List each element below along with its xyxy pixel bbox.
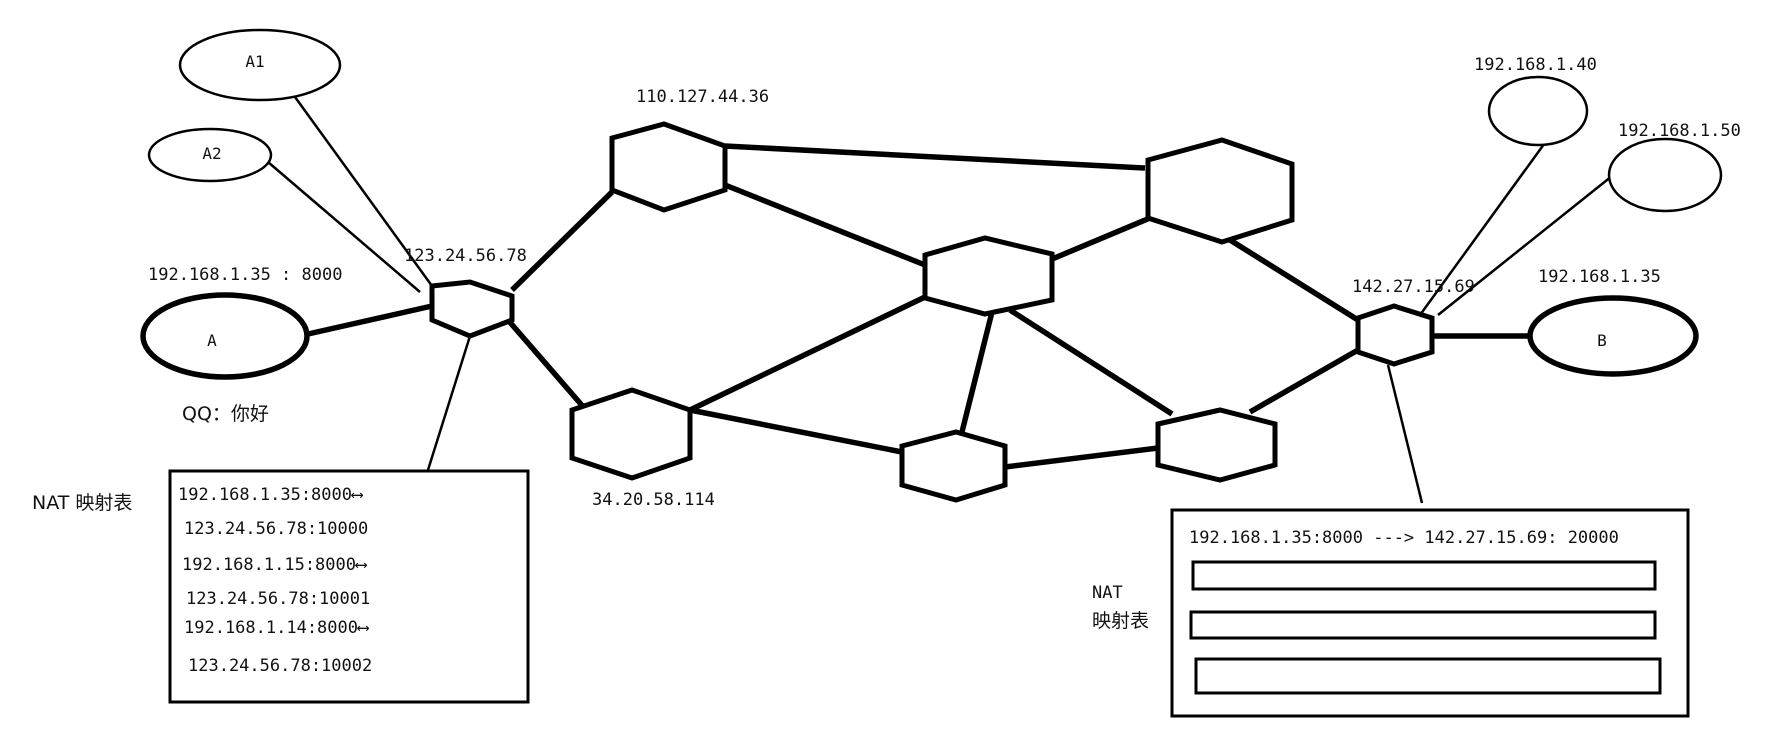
nat-left-row-3: 192.168.1.15:8000⟷	[182, 555, 368, 575]
link-router-ne-router-center	[1043, 215, 1152, 265]
link-router-center-router-se	[1008, 307, 1174, 417]
link-nat-left-router-bottom	[505, 318, 589, 412]
nat-left-table-title: NAT 映射表	[32, 492, 132, 514]
link-nat-left-router-top	[510, 190, 614, 292]
link-nat-left-table	[426, 335, 472, 471]
link-router-center-router-bottom	[688, 294, 927, 413]
host-b	[1527, 295, 1699, 377]
link-router-bottom-router-s	[689, 407, 903, 455]
nat-left-row-2: 123.24.56.78:10000	[184, 519, 368, 539]
router-nat-right	[1355, 303, 1435, 367]
link-router-center-router-s	[959, 311, 995, 433]
nat-left-row-4: 123.24.56.78:10001	[186, 589, 370, 609]
host-a-label: A	[207, 331, 217, 350]
nat-left-row-6: 123.24.56.78:10002	[188, 656, 372, 676]
link-router-top-router-center	[723, 182, 927, 268]
link-nat-right-table	[1386, 364, 1424, 504]
link-a1-nat-left	[293, 96, 434, 287]
nat-left-row-1: 192.168.1.35:8000⟷	[178, 485, 364, 505]
host-a	[140, 292, 310, 380]
host-right-1	[1487, 75, 1589, 147]
host-a-address: 192.168.1.35 : 8000	[148, 265, 342, 285]
nat-right-row-1: 192.168.1.35:8000 ---> 142.27.15.69: 200…	[1189, 528, 1619, 548]
router-top	[609, 121, 728, 213]
link-a-nat-left	[307, 303, 433, 337]
router-center	[922, 235, 1055, 317]
nat-right-public-ip: 142.27.15.69	[1352, 277, 1475, 297]
nat-left-public-ip: 123.24.56.78	[404, 246, 527, 266]
nat-right-table-title-line2: 映射表	[1092, 610, 1149, 632]
router-ne	[1145, 137, 1295, 245]
link-router-ne-nat-right	[1228, 237, 1360, 323]
nat-right-empty-row-2	[1189, 610, 1657, 640]
router-se	[1155, 407, 1278, 483]
host-right-1-address: 192.168.1.40	[1474, 55, 1597, 75]
nat-left-table-box	[168, 469, 530, 704]
router-bottom	[569, 387, 693, 481]
link-a2-nat-left	[267, 161, 421, 293]
link-router-se-nat-right	[1248, 347, 1360, 415]
link-host50-nat-right	[1437, 171, 1618, 316]
host-a1-label: A1	[245, 52, 264, 71]
host-right-2-address: 192.168.1.50	[1618, 121, 1741, 141]
link-host40-nat-right	[1418, 139, 1549, 316]
host-a2	[147, 127, 273, 183]
nat-right-empty-row-1	[1191, 560, 1657, 591]
qq-message: QQ：你好	[182, 403, 269, 425]
router-top-ip: 110.127.44.36	[636, 87, 769, 107]
host-b-address: 192.168.1.35	[1538, 267, 1661, 287]
nat-right-empty-row-3	[1194, 657, 1662, 695]
nat-right-table-title-line1: NAT	[1092, 583, 1123, 603]
host-right-2	[1607, 137, 1723, 213]
host-a1	[178, 28, 342, 102]
router-nat-left	[429, 279, 515, 339]
nat-left-row-5: 192.168.1.14:8000⟷	[184, 618, 370, 638]
host-b-label: B	[1597, 331, 1607, 350]
router-bottom-ip: 34.20.58.114	[592, 490, 715, 510]
router-s	[899, 429, 1008, 503]
link-router-top-router-ne	[724, 143, 1146, 171]
host-a2-label: A2	[202, 144, 221, 163]
link-router-s-router-se	[1004, 445, 1159, 470]
